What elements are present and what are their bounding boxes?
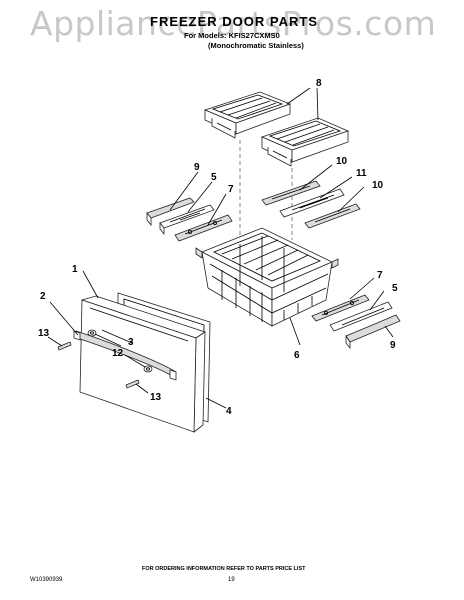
callout-4: 4 (226, 406, 232, 417)
door-handle (73, 330, 177, 381)
slide-rail-right-middle (279, 188, 345, 218)
handle-bushing-upper (87, 329, 97, 337)
ordering-note: FOR ORDERING INFORMATION REFER TO PARTS … (142, 566, 306, 572)
slide-rail-right-upper (261, 180, 321, 206)
callout-5-upper: 5 (211, 172, 217, 183)
page-title: FREEZER DOOR PARTS (150, 14, 318, 29)
slide-rail-left-upper (146, 197, 195, 227)
callout-11: 11 (356, 168, 367, 179)
slide-rail-right-lower (304, 203, 361, 229)
callout-5-lower: 5 (392, 283, 398, 294)
slide-rail-right-bottom-c (345, 314, 401, 350)
handle-bushing-lower (143, 365, 153, 373)
callout-9-lower: 9 (390, 340, 396, 351)
slide-rail-left-middle (159, 204, 215, 236)
watermark: AppliancePartsPros.com (30, 4, 437, 43)
callout-1: 1 (72, 264, 78, 275)
upper-basket-left (203, 91, 292, 139)
screw-lower (125, 379, 140, 389)
callout-3: 3 (128, 337, 134, 348)
callout-7-upper: 7 (228, 184, 234, 195)
callout-13-lower: 13 (150, 392, 162, 403)
page-number: 19 (228, 577, 235, 583)
model-variant: (Monochromatic Stainless) (208, 41, 304, 50)
callout-6: 6 (294, 350, 300, 361)
callout-12: 12 (112, 348, 124, 359)
callout-10-upper: 10 (336, 156, 348, 167)
document-number: W10390939 (30, 577, 63, 583)
callout-2: 2 (40, 291, 46, 302)
callout-9-upper: 9 (194, 162, 200, 173)
upper-basket-right (260, 117, 350, 167)
slide-rail-right-bottom-a (311, 294, 370, 322)
callout-8: 8 (316, 78, 322, 89)
screw-upper (57, 341, 72, 351)
callout-13-upper: 13 (38, 328, 50, 339)
callout-7-lower: 7 (377, 270, 383, 281)
model-numbers: For Models: KFIS27CXMS0 (184, 31, 280, 40)
leader-lines (47, 87, 394, 409)
lower-freezer-basket (195, 227, 339, 327)
slide-rail-right-bottom-b (329, 301, 393, 332)
callout-10-lower: 10 (372, 180, 384, 191)
